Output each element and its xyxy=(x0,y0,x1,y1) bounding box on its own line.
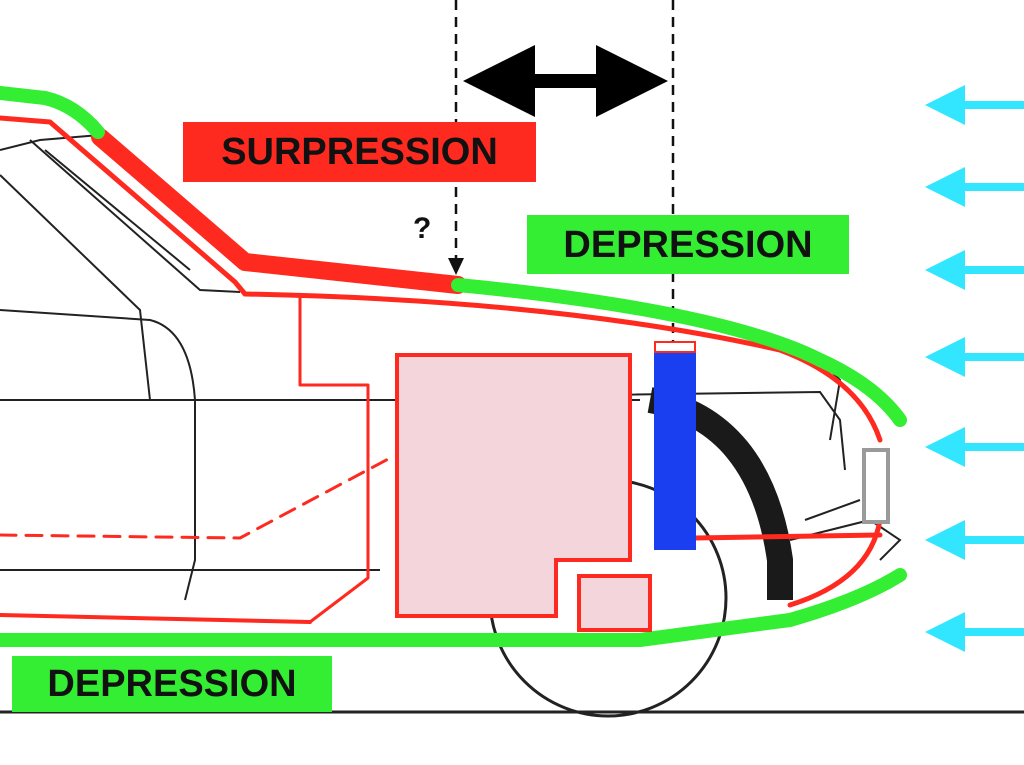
windshield-inner xyxy=(44,149,191,271)
airflow-arrow-6 xyxy=(925,520,1024,560)
roof-line xyxy=(0,134,101,151)
airflow-arrow-5 xyxy=(925,427,1024,467)
radiator-cap xyxy=(654,341,696,353)
airflow-arrows xyxy=(925,85,1024,652)
double-arrow-icon xyxy=(463,45,668,117)
sump-block xyxy=(577,574,652,632)
underbody-depression xyxy=(0,568,907,647)
reference-lines xyxy=(454,0,675,345)
front-lip xyxy=(789,518,902,561)
pressure-outline xyxy=(0,115,883,624)
question-mark: ? xyxy=(413,212,432,245)
headlight xyxy=(862,448,890,524)
front-lip-inner xyxy=(804,499,861,521)
surpression-label: SURPRESSION xyxy=(183,122,536,182)
radiator xyxy=(654,352,696,550)
pointer-arrow-icon xyxy=(448,258,464,275)
airflow-arrow-1 xyxy=(925,85,1024,125)
depression-outline xyxy=(0,86,907,647)
airflow-arrow-4 xyxy=(925,337,1024,377)
engine-block xyxy=(395,353,632,618)
airflow-arrow-2 xyxy=(925,167,1024,207)
windshield-frame xyxy=(29,139,241,293)
fender-line xyxy=(599,390,846,471)
a-pillar xyxy=(0,174,151,401)
airflow-arrow-3 xyxy=(925,250,1024,290)
depression-label-bottom: DEPRESSION xyxy=(12,656,332,712)
hood-depression xyxy=(451,278,907,427)
components xyxy=(395,341,890,632)
door-outline xyxy=(0,309,196,601)
roof-depression xyxy=(0,86,105,139)
airflow-arrow-7 xyxy=(925,612,1024,652)
depression-label-top: DEPRESSION xyxy=(527,215,849,274)
